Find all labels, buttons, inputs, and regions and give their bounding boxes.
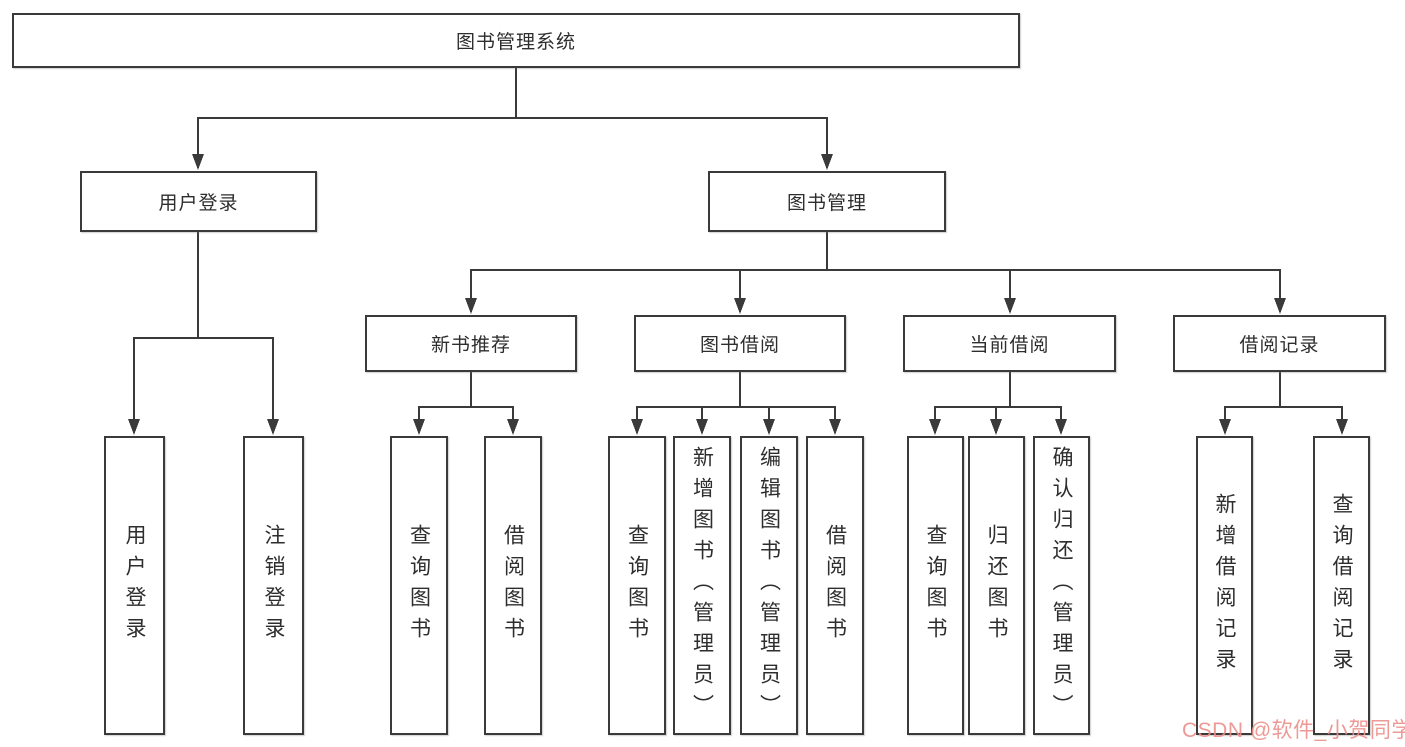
leaf-borrow-book-1-label: 借阅图书 [501, 523, 525, 648]
connector-new-book-rec-branch [418, 372, 514, 421]
arrowhead-leaf-user-login [128, 419, 140, 435]
leaf-borrow-book-1: 借阅图书 [484, 436, 542, 735]
leaf-add-record: 新增借阅记录 [1196, 436, 1253, 735]
leaf-add-book: 新增图书（管理员） [673, 436, 731, 735]
leaf-query-book-2: 查询图书 [608, 436, 666, 735]
node-new-book-rec: 新书推荐 [365, 315, 577, 372]
arrowhead-leaf-borrow-book-2 [829, 419, 841, 435]
leaf-user-login-label: 用户登录 [123, 523, 146, 648]
arrowhead-leaf-confirm-return [1055, 419, 1067, 435]
node-book-borrow-label: 图书借阅 [699, 335, 780, 356]
node-book-mgmt-label: 图书管理 [786, 193, 867, 214]
leaf-edit-book-label: 编辑图书（管理员） [757, 446, 781, 725]
connector-user-login-branch [133, 232, 274, 421]
node-current-borrow: 当前借阅 [903, 315, 1116, 372]
leaf-query-book-1: 查询图书 [390, 436, 448, 735]
connector-current-borrow-branch [934, 372, 1062, 421]
leaf-confirm-return-label: 确认归还（管理员） [1050, 446, 1073, 725]
leaf-query-book-1-label: 查询图书 [407, 523, 431, 648]
node-book-borrow: 图书借阅 [634, 315, 846, 372]
arrowhead-leaf-query-book-2 [631, 419, 643, 435]
arrowhead-book-mgmt [821, 154, 833, 170]
connector-borrow-record-branch [1224, 372, 1343, 421]
watermark: CSDN @软件_小贺同学 [1182, 719, 1405, 742]
leaf-query-book-2-label: 查询图书 [625, 523, 649, 648]
node-book-mgmt: 图书管理 [708, 171, 946, 232]
leaf-query-record-label: 查询借阅记录 [1330, 492, 1353, 679]
leaf-return-book-label: 归还图书 [985, 523, 1008, 648]
arrowhead-leaf-add-record [1219, 419, 1231, 435]
leaf-query-record: 查询借阅记录 [1313, 436, 1370, 735]
leaf-query-book-3: 查询图书 [907, 436, 964, 735]
node-current-borrow-label: 当前借阅 [969, 335, 1050, 356]
leaf-borrow-book-2: 借阅图书 [806, 436, 864, 735]
arrowhead-leaf-query-book-3 [929, 419, 941, 435]
arrowhead-new-book-rec [465, 298, 477, 314]
leaf-add-book-label: 新增图书（管理员） [690, 446, 714, 725]
leaf-user-login: 用户登录 [104, 436, 165, 735]
node-user-login: 用户登录 [80, 171, 317, 232]
node-new-book-rec-label: 新书推荐 [430, 335, 511, 356]
arrowhead-leaf-edit-book [763, 419, 775, 435]
arrowhead-leaf-logout [267, 419, 279, 435]
node-root: 图书管理系统 [12, 13, 1020, 68]
arrowhead-leaf-borrow-book-1 [507, 419, 519, 435]
arrowhead-leaf-query-book-1 [413, 419, 425, 435]
leaf-return-book: 归还图书 [968, 436, 1025, 735]
node-borrow-record-label: 借阅记录 [1239, 335, 1320, 356]
leaf-query-book-3-label: 查询图书 [924, 523, 947, 648]
arrowhead-leaf-return-book [990, 419, 1002, 435]
leaf-borrow-book-2-label: 借阅图书 [823, 523, 847, 648]
arrowhead-user-login [192, 154, 204, 170]
arrowhead-current-borrow [1004, 298, 1016, 314]
node-root-label: 图书管理系统 [455, 32, 576, 53]
leaf-add-record-label: 新增借阅记录 [1213, 492, 1236, 679]
leaf-confirm-return: 确认归还（管理员） [1033, 436, 1090, 735]
arrowhead-borrow-record [1274, 298, 1286, 314]
leaf-edit-book: 编辑图书（管理员） [740, 436, 798, 735]
connector-book-mgmt-branch [470, 232, 1281, 300]
connector-book-borrow-branch [636, 372, 836, 421]
leaf-logout-label: 注销登录 [262, 523, 285, 648]
node-borrow-record: 借阅记录 [1173, 315, 1386, 372]
connector-root-stem [197, 68, 828, 156]
arrowhead-leaf-add-book [696, 419, 708, 435]
leaf-logout: 注销登录 [243, 436, 304, 735]
arrowhead-book-borrow [734, 298, 746, 314]
node-user-login-label: 用户登录 [158, 193, 239, 214]
arrowhead-leaf-query-record [1336, 419, 1348, 435]
